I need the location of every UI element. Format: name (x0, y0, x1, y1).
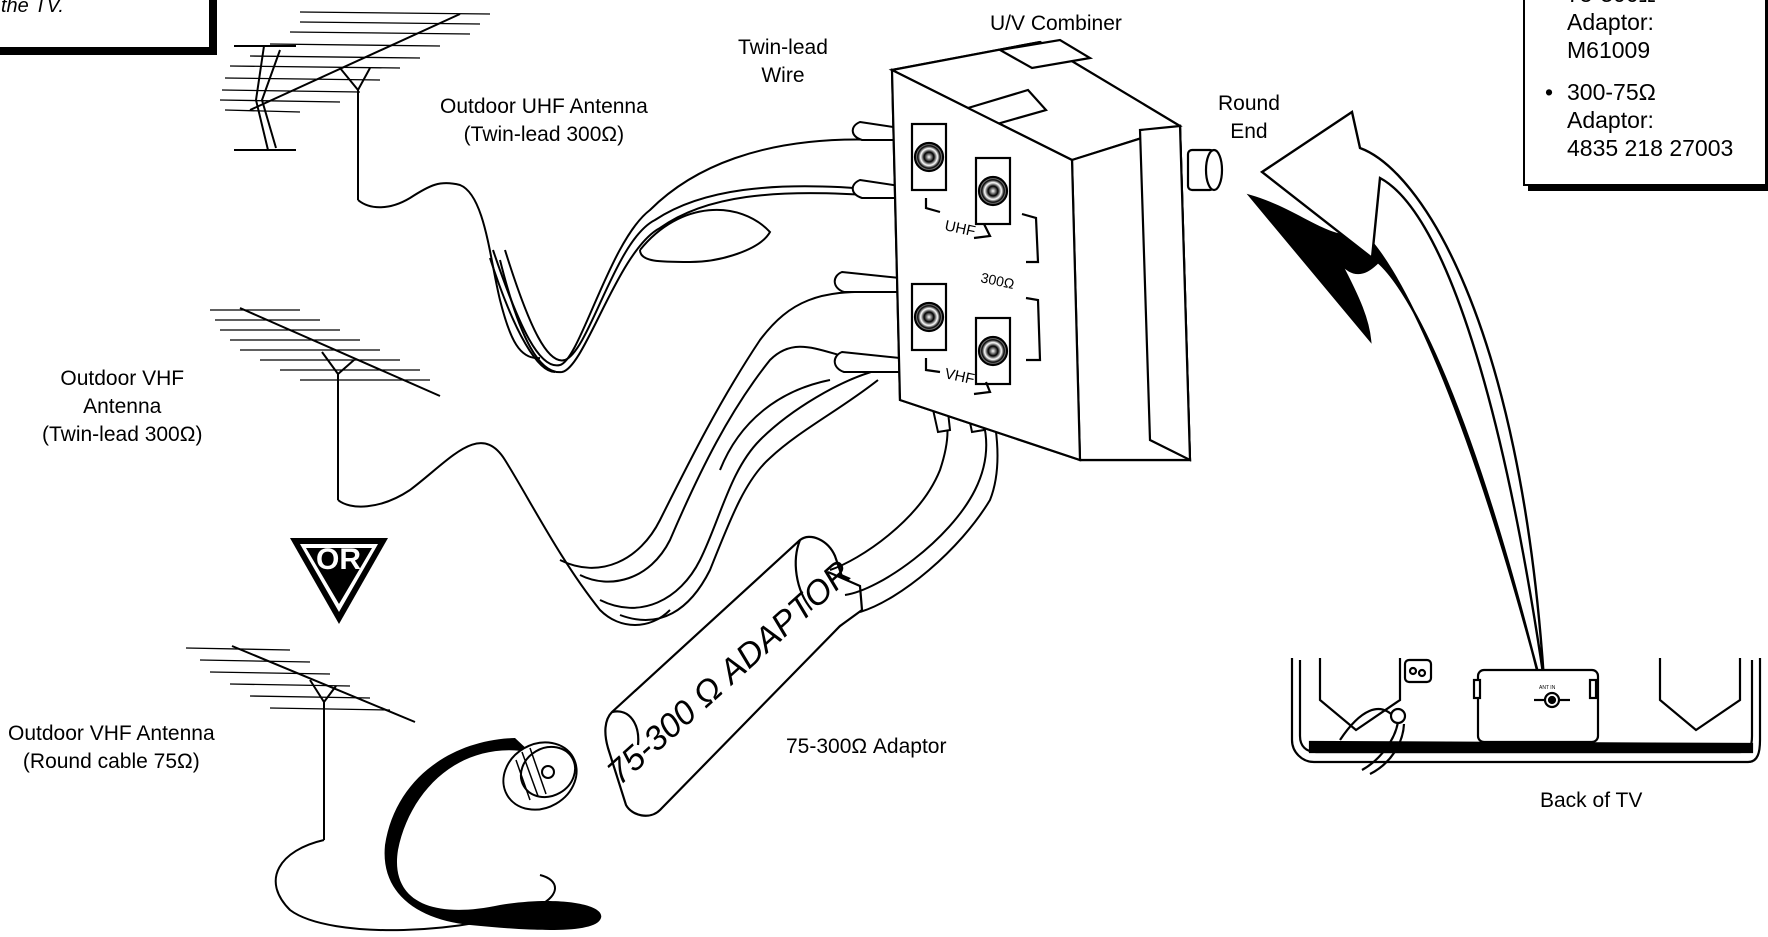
vhf-antenna-twin-line: Antenna (83, 395, 162, 418)
connect-arrow-icon (1246, 110, 1546, 683)
uv-combiner-label: U/V Combiner (990, 12, 1122, 35)
vhf-antenna-twin-line: (Twin-lead 300Ω) (42, 423, 203, 446)
tv-port-label: ANT IN (1539, 685, 1556, 691)
vhf-antenna-twin-label: Outdoor VHF Antenna (Twin-lead 300Ω) (42, 365, 202, 449)
combiner-vhf-label: VHF (943, 365, 976, 388)
adaptor-label: 75-300Ω Adaptor (786, 735, 947, 758)
twin-lead-wire-line: Wire (761, 64, 805, 87)
vhf-antenna-round-line: Outdoor VHF Antenna (8, 722, 215, 745)
twin-lead-wire-line: Twin-lead (738, 36, 828, 59)
vhf-antenna-round-line: (Round cable 75Ω) (22, 750, 200, 773)
parts-line: M61009 (1567, 37, 1651, 63)
round-end-label: Round End (1218, 90, 1280, 146)
parts-list-box: • 75-300Ω Adaptor: M61009 • 300-75Ω Adap… (1523, 0, 1767, 186)
round-end-line: End (1230, 120, 1268, 143)
parts-line: Adaptor: (1567, 9, 1654, 35)
coax-cable-icon (384, 738, 602, 930)
parts-line: 4835 218 27003 (1567, 135, 1734, 161)
combiner-300-label: 300Ω (979, 269, 1015, 292)
parts-line: 300-75Ω (1567, 79, 1656, 105)
twin-lead-wire-label: Twin-lead Wire (738, 34, 828, 90)
adaptor-body-icon (604, 535, 864, 817)
uhf-antenna-label: Outdoor UHF Antenna (Twin-lead 300Ω) (440, 93, 648, 149)
vhf-antenna-twin-lead-icon (210, 307, 671, 626)
parts-line: Adaptor: (1567, 107, 1654, 133)
vhf-antenna-twin-line: Outdoor VHF (60, 367, 185, 390)
back-of-tv-icon (1290, 658, 1762, 775)
uhf-antenna-line: (Twin-lead 300Ω) (463, 123, 625, 146)
bullet-icon: • (1545, 79, 1554, 105)
vhf-antenna-round-label: Outdoor VHF Antenna (Round cable 75Ω) (8, 720, 215, 776)
bullet-icon: • (1545, 0, 1553, 8)
note-text: the TV. (1, 0, 64, 17)
combiner-uhf-label: UHF (943, 217, 977, 240)
parts-line: 75-300Ω (1567, 0, 1656, 8)
twin-lead-wires-icon (489, 138, 999, 621)
note-box: the TV. (0, 0, 212, 50)
uv-combiner-icon (888, 38, 1224, 462)
vhf-antenna-round-cable-icon (185, 645, 556, 932)
back-of-tv-label: Back of TV (1540, 789, 1643, 812)
round-end-line: Round (1218, 92, 1280, 115)
or-sign-text: OR (316, 543, 361, 576)
uhf-antenna-line: Outdoor UHF Antenna (440, 95, 648, 118)
or-sign-icon (290, 538, 388, 624)
uhf-antenna-icon (219, 11, 541, 360)
